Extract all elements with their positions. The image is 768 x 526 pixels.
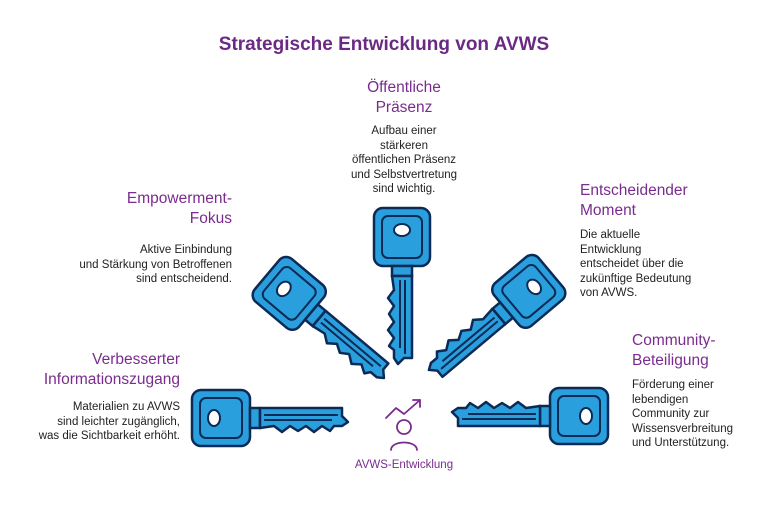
desc-community: Förderung einer lebendigen Community zur… bbox=[632, 378, 762, 451]
desc-line: Förderung einer bbox=[632, 379, 714, 391]
desc-line: zukünftige Bedeutung bbox=[580, 272, 692, 285]
heading-line: Moment bbox=[580, 202, 636, 219]
desc-line: Die aktuelle bbox=[580, 229, 641, 241]
desc-informationszugang: Materialien zu AVWS sind leichter zugäng… bbox=[20, 400, 180, 444]
desc-line: sind leichter zugänglich, bbox=[57, 415, 180, 428]
heading-empowerment: Empowerment- Fokus bbox=[60, 189, 232, 229]
desc-line: und Selbstvertretung bbox=[350, 168, 458, 181]
desc-line: öffentlichen Präsenz bbox=[352, 154, 456, 166]
desc-moment: Die aktuelle Entwicklung entscheidet übe… bbox=[580, 228, 750, 301]
desc-empowerment: Aktive Einbindung und Stärkung von Betro… bbox=[40, 243, 232, 287]
desc-line: Community zur bbox=[632, 408, 710, 420]
key-community bbox=[450, 386, 610, 446]
heading-line: Community- bbox=[632, 332, 716, 349]
desc-line: entscheidet über die bbox=[580, 258, 684, 270]
key-praesenz bbox=[372, 206, 432, 366]
desc-line: Aufbau einer bbox=[371, 125, 437, 137]
page-title: Strategische Entwicklung von AVWS bbox=[218, 34, 550, 55]
desc-line: stärkeren bbox=[380, 139, 428, 152]
heading-line: Entscheidender bbox=[580, 182, 688, 199]
heading-line: Empowerment- bbox=[126, 190, 232, 207]
desc-line: und Stärkung von Betroffenen bbox=[79, 258, 232, 271]
desc-line: von AVWS. bbox=[580, 287, 638, 299]
desc-line: Aktive Einbindung bbox=[139, 244, 232, 256]
desc-line: was die Sichtbarkeit erhöht. bbox=[38, 430, 180, 442]
desc-line: und Unterstützung. bbox=[632, 437, 730, 449]
key-moment bbox=[412, 250, 571, 396]
desc-praesenz: Aufbau einer stärkeren öffentlichen Präs… bbox=[320, 124, 488, 197]
heading-line: Informationszugang bbox=[43, 371, 180, 388]
desc-line: Entwicklung bbox=[580, 243, 642, 256]
heading-informationszugang: Verbesserter Informationszugang bbox=[20, 350, 180, 390]
heading-line: Fokus bbox=[189, 210, 232, 227]
desc-line: sind entscheidend. bbox=[136, 273, 232, 285]
heading-community: Community- Beteiligung bbox=[632, 331, 762, 371]
heading-moment: Entscheidender Moment bbox=[580, 181, 750, 221]
desc-line: Materialien zu AVWS bbox=[72, 401, 180, 413]
desc-line: Wissensverbreitung bbox=[632, 422, 733, 435]
key-informationszugang bbox=[190, 388, 350, 448]
heading-line: Präsenz bbox=[375, 99, 433, 116]
heading-line: Öffentliche bbox=[367, 79, 441, 96]
heading-line: Beteiligung bbox=[632, 352, 709, 369]
desc-line: sind wichtig. bbox=[372, 183, 436, 195]
center-label: AVWS-Entwicklung bbox=[354, 459, 454, 471]
desc-line: lebendigen bbox=[632, 393, 689, 406]
heading-praesenz: Öffentliche Präsenz bbox=[320, 78, 488, 118]
key-empowerment bbox=[247, 252, 406, 398]
heading-line: Verbesserter bbox=[92, 351, 180, 368]
person-growth-icon bbox=[385, 399, 421, 451]
